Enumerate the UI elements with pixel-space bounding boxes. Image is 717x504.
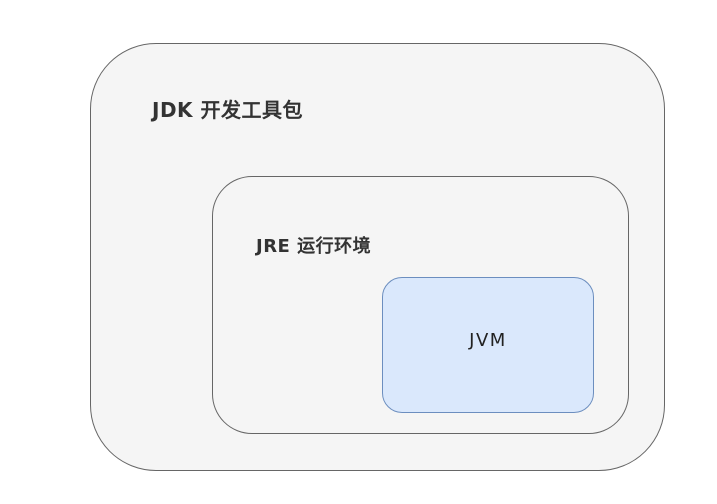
jre-label: JRE 运行环境 bbox=[256, 236, 372, 257]
jvm-box bbox=[382, 277, 594, 413]
jdk-label: JDK 开发工具包 bbox=[152, 98, 304, 122]
jvm-label: JVM bbox=[469, 330, 507, 351]
